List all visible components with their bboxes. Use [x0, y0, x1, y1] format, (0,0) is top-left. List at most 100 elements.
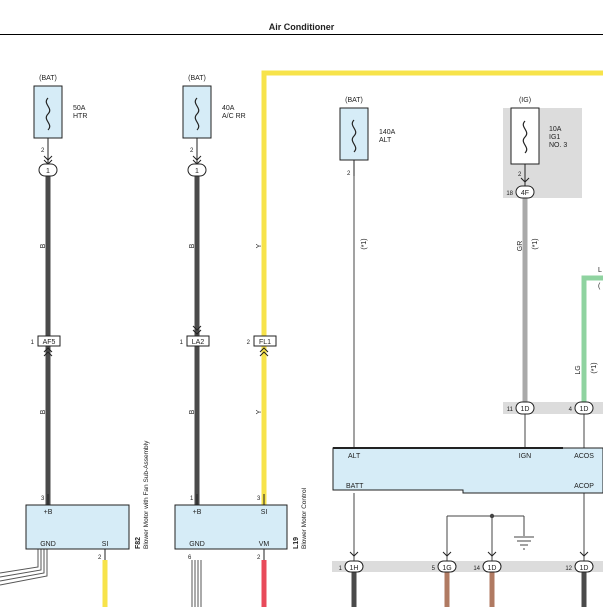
connector-row-shade-bottom: [332, 561, 603, 572]
connector-label: 1D: [488, 565, 497, 572]
connector-label: 1: [46, 168, 50, 175]
component-l19: 1 3 +B SI GND VM 2 6 L19 Blower Motor Co…: [174, 487, 308, 561]
ecu-pin-label: BATT: [346, 483, 364, 490]
fuse-symbol-icon: [351, 119, 357, 153]
connector-h1: 1H 1: [339, 551, 364, 573]
connector-label: AF5: [43, 339, 56, 346]
fuse-symbol-icon: [522, 120, 528, 154]
pin-number: 1: [190, 496, 194, 502]
pin-number: 3: [257, 496, 261, 502]
connector-pin: 11: [507, 407, 514, 413]
pin-number: 2: [98, 555, 102, 561]
ecu-pin-label: IGN: [519, 453, 531, 460]
ecu-pin-label: ACOP: [574, 483, 594, 490]
fuse-name-2: NO. 3: [549, 142, 567, 149]
fuse-rating: 50A: [73, 105, 86, 112]
wire-color-label: GR: [517, 241, 524, 252]
pin-number: 2: [257, 555, 261, 561]
ground-icon: [514, 536, 534, 550]
wire-edge-label: L: [598, 267, 602, 274]
wire-lg: [581, 275, 603, 402]
connector-d14: 1D 14: [473, 551, 502, 573]
fuse-ig1: (IG) 10A IG1 NO. 3 2 4F 18: [506, 97, 567, 199]
component-code: L19: [293, 537, 300, 549]
connector-af5: AF5 1: [31, 335, 61, 357]
ecu-box: ALT IGN ACOS BATT ACOP: [332, 447, 603, 494]
connector-g5: 1G 5: [432, 551, 457, 573]
wire-note: (*1): [591, 362, 598, 373]
fuse-symbol-icon: [194, 97, 200, 131]
component-name: Blower Motor with Fan Sub-Assembly: [143, 440, 150, 549]
connector-pin: 14: [473, 566, 480, 572]
pin-label: +B: [44, 509, 53, 516]
fuse-source: (IG): [519, 97, 531, 104]
connector-fl1: FL1 2: [247, 335, 277, 357]
wire-edge-label: (: [598, 283, 601, 290]
connector-label: 1D: [580, 565, 589, 572]
pin-number: 6: [188, 555, 192, 561]
pin-label: SI: [261, 509, 268, 516]
wire-y-upper: [261, 70, 603, 336]
connector-d11: 1D 11: [507, 401, 535, 415]
pin-label: +B: [193, 509, 202, 516]
connector-label: 1: [195, 168, 199, 175]
wire-color-label: Y: [256, 409, 263, 414]
fuse-source: (BAT): [39, 75, 57, 82]
wire-color-label: B: [40, 243, 47, 248]
wire-color-label: B: [189, 409, 196, 414]
pin-label: SI: [102, 541, 109, 548]
fuse-pin: 2: [518, 172, 522, 178]
fuse-name: A/C RR: [222, 113, 246, 120]
ground-junction: [446, 515, 525, 561]
connector-label: 4F: [521, 190, 529, 197]
gnd-harness-l19: [191, 560, 202, 607]
page-title: Air Conditioner: [268, 22, 335, 32]
connector-pin: 4: [569, 407, 573, 413]
connector-pin: 12: [565, 566, 572, 572]
connector-pin: 2: [247, 340, 251, 346]
connector-label: FL1: [259, 339, 271, 346]
pin-label: GND: [189, 541, 205, 548]
fuse-acrr: (BAT) 40A A/C RR 2 1: [182, 75, 246, 177]
fuse-name: IG1: [549, 134, 560, 141]
fuse-rating: 10A: [549, 126, 562, 133]
connector-pin: 1: [180, 340, 184, 346]
fuse-pin: 2: [41, 148, 45, 154]
fuse-pin: 2: [347, 171, 351, 177]
ecu-pin-label: ALT: [348, 453, 361, 460]
gnd-harness-f82: [0, 549, 48, 586]
connector-label: 1D: [521, 406, 530, 413]
fuse-source: (BAT): [345, 97, 363, 104]
fuse-symbol-icon: [45, 97, 51, 131]
fuse-rating: 140A: [379, 129, 396, 136]
pin-label: GND: [40, 541, 56, 548]
wire-note: (*1): [532, 238, 539, 249]
ecu-pin-label: ACOS: [574, 453, 594, 460]
wire-note: (*1): [361, 238, 368, 249]
connector-label: 1D: [580, 406, 589, 413]
fuse-alt: (BAT) 140A ALT 2: [339, 97, 396, 177]
pin-number: 3: [41, 496, 45, 502]
connector-d12: 1D 12: [565, 551, 594, 573]
wire-color-label: LG: [575, 365, 582, 374]
connector-label: 1H: [350, 565, 359, 572]
connector-la2: LA2 1: [180, 325, 210, 347]
title-rule: [0, 34, 603, 35]
junction-dot: [489, 513, 495, 519]
fuse-pin: 2: [190, 148, 194, 154]
connector-pin: 1: [31, 340, 35, 346]
pin-label: VM: [259, 541, 270, 548]
wire-color-label: Y: [256, 243, 263, 248]
fuse-source: (BAT): [188, 75, 206, 82]
connector-pin: 5: [432, 566, 436, 572]
connector-pin: 1: [339, 566, 343, 572]
fuse-rating: 40A: [222, 105, 235, 112]
fuse-name: HTR: [73, 113, 87, 120]
connector-label: 1G: [442, 565, 451, 572]
component-name: Blower Motor Control: [301, 487, 308, 549]
connector-pin: 18: [506, 191, 513, 197]
wire-color-label: B: [40, 409, 47, 414]
fuse-htr: (BAT) 50A HTR 2 1: [33, 75, 87, 177]
connector-label: LA2: [192, 339, 205, 346]
